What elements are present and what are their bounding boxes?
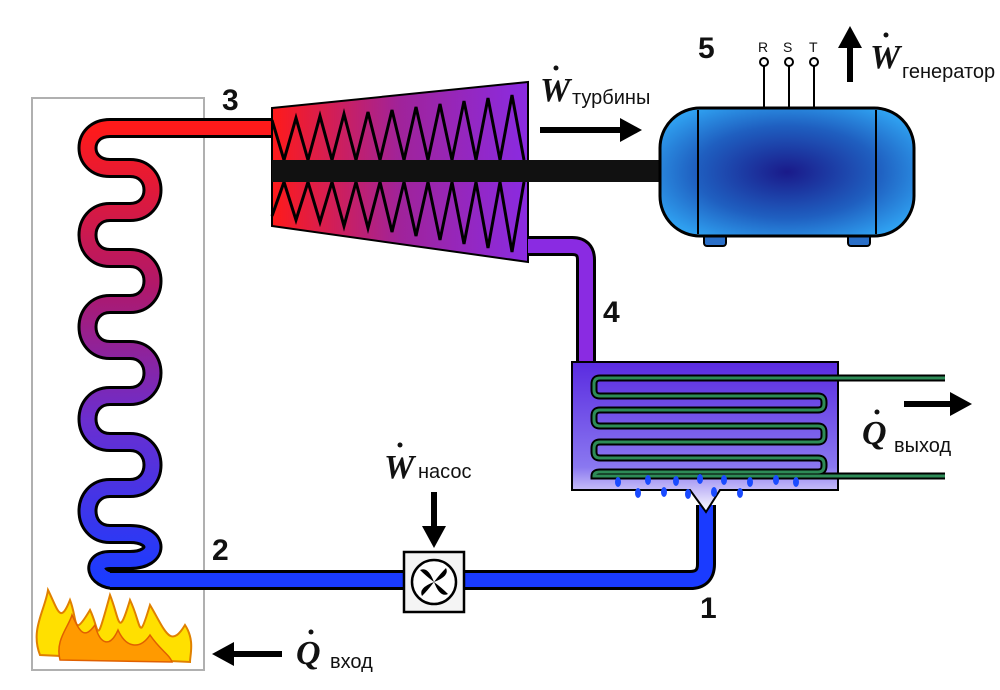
svg-text:турбины: турбины (572, 87, 650, 109)
svg-text:Q: Q (296, 635, 321, 672)
heat-in-label: Q вход (296, 629, 373, 673)
heat-out-label: Q выход (862, 409, 951, 457)
pipe-cold (110, 505, 713, 587)
pump-work-label: W насос (384, 442, 472, 486)
svg-text:W: W (384, 449, 417, 486)
heat-in-arrow-icon (212, 642, 282, 666)
point-1-label: 1 (700, 592, 717, 625)
svg-text:Q: Q (862, 415, 887, 452)
turbine-work-arrow-icon (540, 118, 642, 142)
turbine-blades (270, 94, 526, 253)
boiler-coil-fill (80, 121, 279, 587)
svg-text:генератор: генератор (902, 61, 995, 83)
point-2-label: 2 (212, 534, 229, 567)
terminal-t-label: T (809, 39, 818, 55)
turbine-work-label: W турбины (540, 65, 650, 109)
condenser-coil-fill (592, 376, 945, 478)
pipe-vapor (528, 239, 593, 362)
generator-work-label: W генератор (870, 32, 995, 83)
terminal-s-label: S (783, 39, 792, 55)
svg-text:W: W (870, 39, 903, 76)
terminal-r-label: R (758, 39, 768, 55)
boiler-frame (31, 97, 205, 671)
turbine-shaft (272, 160, 668, 182)
flame-icon (35, 586, 193, 664)
point-3-label: 3 (222, 84, 239, 117)
condensate-droplets (615, 474, 799, 499)
svg-text:W: W (540, 72, 573, 109)
fan-icon (402, 550, 466, 614)
svg-text:насос: насос (418, 461, 472, 483)
generator-work-arrow-icon (838, 26, 862, 82)
point-5-label: 5 (698, 32, 715, 65)
point-4-label: 4 (603, 296, 620, 329)
terminal-icon (759, 57, 819, 108)
heat-out-arrow-icon (904, 392, 972, 416)
svg-text:выход: выход (894, 435, 951, 457)
generator (658, 106, 916, 247)
condenser-body (571, 361, 839, 514)
pipe-vapor-outline (528, 236, 596, 362)
svg-text:вход: вход (330, 651, 373, 673)
pump-work-arrow-icon (422, 492, 446, 548)
